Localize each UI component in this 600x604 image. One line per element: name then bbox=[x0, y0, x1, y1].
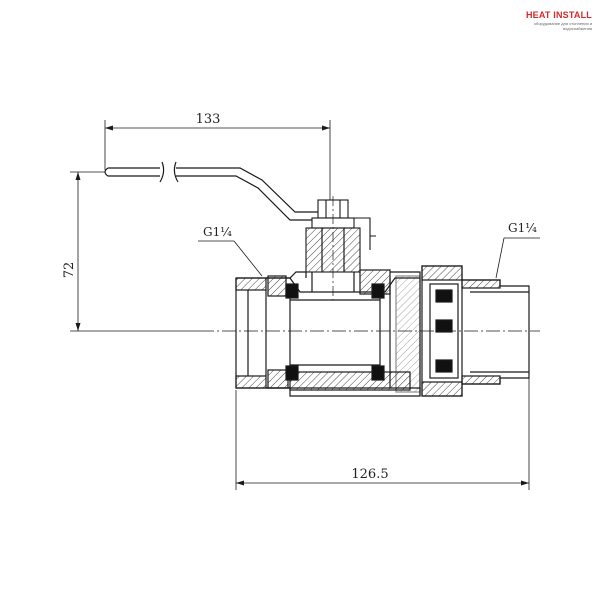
dimension-total-length: 126.5 bbox=[235, 330, 530, 490]
logo-text: HEAT INSTALL bbox=[525, 10, 592, 20]
thread-label-right: G1¼ bbox=[495, 221, 540, 279]
thread-label-left: G1¼ bbox=[198, 225, 263, 277]
lever-handle bbox=[104, 161, 322, 221]
total-length-label: 126.5 bbox=[351, 467, 388, 482]
height-label: 72 bbox=[62, 262, 77, 279]
logo-tagline: оборудование для отопления и водоснабжен… bbox=[533, 21, 592, 31]
dimension-lever-length: 133 bbox=[104, 112, 331, 205]
valve-stem-assembly bbox=[305, 196, 376, 300]
thread-left-text: G1¼ bbox=[203, 225, 232, 239]
brand-logo: HEAT INSTALL оборудование для отопления … bbox=[512, 10, 592, 31]
valve-body bbox=[235, 269, 421, 397]
thread-right-text: G1¼ bbox=[508, 221, 537, 235]
dimension-height: 72 bbox=[62, 171, 200, 332]
lever-length-label: 133 bbox=[196, 112, 221, 127]
